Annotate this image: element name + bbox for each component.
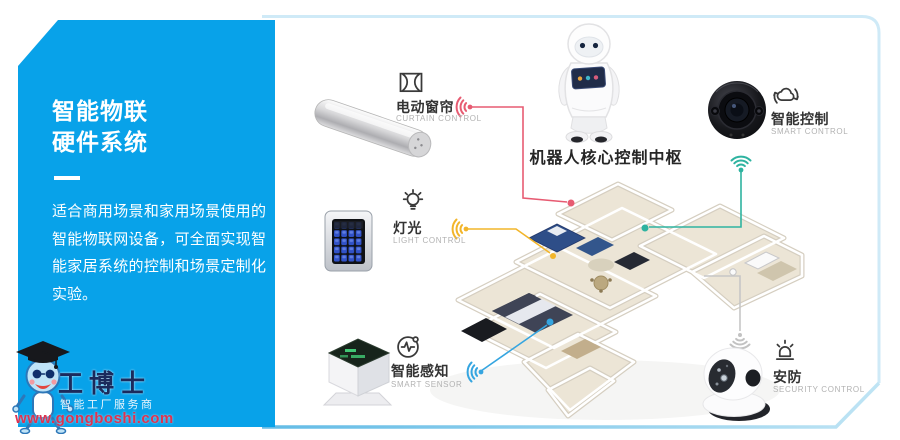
device-sublabel-control: SMART CONTROL (771, 127, 849, 136)
curtain-line (471, 106, 568, 203)
house-floorplan (430, 184, 802, 420)
device-label-sensor: 智能感知 (391, 363, 449, 379)
waveform-icon (397, 336, 419, 358)
sensor-line (480, 324, 548, 372)
control-line (649, 172, 742, 228)
siren-icon (775, 339, 795, 361)
title-divider (54, 176, 80, 180)
page-frame (262, 15, 881, 429)
device-label-security: 安防 (773, 369, 802, 385)
cloud-sync-icon (773, 87, 799, 104)
light-keypad-device (324, 210, 373, 272)
device-label-control: 智能控制 (771, 111, 829, 127)
wifi-icon-light (451, 218, 469, 240)
page-title: 智能物联 硬件系统 (52, 96, 148, 158)
security-camera-device (702, 347, 770, 421)
device-label-curtain: 电动窗帘 (396, 99, 454, 115)
mascot-icon (12, 341, 74, 434)
hub-label: 机器人核心控制中枢 (529, 150, 683, 167)
wifi-icon-control (730, 155, 752, 173)
endpoint-dots (546, 199, 649, 326)
logo-watermark: ® 工博士 智能工厂服务商 www.gongboshi.com (12, 334, 274, 434)
page-title-line2: 硬件系统 (52, 129, 148, 155)
sidebar-description: 适合商用场景和家用场景使用的智能物联网设备，可全面实现智能家居系统的控制和场景定… (52, 203, 266, 303)
security-line (704, 275, 741, 331)
wifi-icons (451, 96, 752, 383)
connector-lines (467, 106, 742, 372)
wifi-icon-sensor (466, 361, 484, 383)
bulb-icon (402, 189, 424, 210)
sidebar-panel (18, 20, 275, 427)
logo-brand: 工博士 (58, 371, 152, 398)
device-sublabel-sensor: SMART SENSOR (391, 380, 463, 389)
smart-control-camera-device (708, 81, 766, 139)
sensor-cube-device (322, 338, 393, 406)
light-line (467, 228, 551, 254)
wifi-icon-security (729, 333, 751, 350)
robot-hub-device (558, 23, 620, 143)
device-sublabel-security: SECURITY CONTROL (773, 385, 865, 394)
logo-website: www.gongboshi.com (15, 410, 174, 427)
device-label-light: 灯光 (393, 220, 422, 236)
wifi-icon-curtain (455, 96, 473, 118)
device-sublabel-light: LIGHT CONTROL (393, 236, 467, 245)
page-title-line1: 智能物联 (52, 98, 148, 124)
curtain-motor-device (314, 99, 432, 158)
device-sublabel-curtain: CURTAIN CONTROL (396, 114, 482, 123)
logo-tagline: 智能工厂服务商 (60, 399, 155, 411)
curtain-icon (399, 72, 423, 93)
